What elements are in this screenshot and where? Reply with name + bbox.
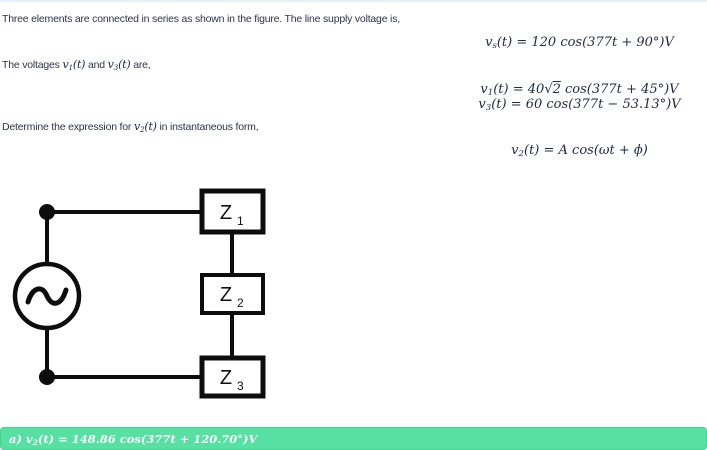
answer-option-a[interactable]: a) v2(t) = 148.86 cos(377t + 120.70°)V	[0, 427, 707, 450]
z1-subscript: 1	[237, 214, 244, 228]
supply-voltage-formula: vs(t) = 120 cos(377t + 90°)V	[426, 35, 707, 50]
text-segment: Determine the expression for	[2, 121, 134, 133]
radical-sign: √	[544, 82, 553, 97]
radical-argument: 2	[552, 82, 561, 97]
text-segment: The voltages	[2, 59, 63, 71]
math-body: (t) = 60 cos(377t − 53.13°)V	[491, 97, 681, 112]
node-dot-bottom	[39, 369, 55, 385]
math-subscript: 2	[32, 437, 38, 447]
math-subscript: 3	[113, 62, 119, 72]
determine-text: Determine the expression for v2(t) in in…	[2, 120, 259, 133]
math-body: (t) = 40	[493, 82, 545, 97]
v2-inline-math: v2(t)	[134, 120, 157, 133]
target-form-formula: v2(t) = A cos(ωt + ϕ)	[426, 143, 707, 158]
text-segment: and	[85, 59, 108, 71]
math-body: (t) = 148.86 cos(377t + 120.70°)V	[37, 432, 258, 446]
math-body: (t)	[144, 120, 157, 133]
math-body: (t)	[72, 58, 86, 71]
math-var: v	[107, 58, 114, 71]
math-body: cos(377t + 45°)V	[560, 82, 679, 97]
z1-label: Z	[220, 202, 232, 224]
math-var: v	[133, 120, 140, 133]
math-subscript: 1	[487, 88, 494, 99]
text-segment: in instantaneous form,	[156, 121, 259, 133]
z3-label: Z	[220, 367, 232, 389]
impedance-box-z2	[200, 273, 265, 315]
circuit-diagram: Z 1 Z 2 Z 3	[12, 188, 266, 399]
voltages-given-text: The voltages v1(t) and v3(t) are,	[2, 58, 151, 71]
answer-option-letter: a)	[9, 432, 26, 446]
z2-subscript: 2	[237, 296, 244, 310]
impedance-box-z1	[199, 188, 266, 235]
top-accent-strip	[0, 0, 707, 2]
answer-text: a) v2(t) = 148.86 cos(377t + 120.70°)V	[9, 432, 257, 446]
math-subscript: s	[492, 41, 497, 52]
math-subscript: 3	[485, 103, 492, 114]
node-dot-top	[39, 204, 55, 220]
math-subscript: 1	[68, 62, 73, 72]
z3-subscript: 3	[237, 379, 244, 393]
math-body: (t) = A cos(ωt + ϕ)	[524, 143, 648, 158]
math-var: v	[478, 97, 486, 112]
math-var: v	[62, 58, 69, 71]
sine-wave-icon	[25, 286, 69, 306]
math-var: v	[480, 82, 488, 97]
math-body: (t) = 120 cos(377t + 90°)V	[496, 35, 674, 50]
formula-v3: v3(t) = 60 cos(377t − 53.13°)V	[426, 97, 707, 112]
text-segment: are,	[130, 59, 151, 71]
math-body: (t)	[118, 58, 131, 71]
math-var: v	[485, 35, 493, 50]
math-var: v	[511, 143, 519, 158]
formula-vs: vs(t) = 120 cos(377t + 90°)V	[485, 35, 674, 50]
v1-inline-math: v1(t)	[62, 58, 85, 71]
formula-v2: v2(t) = A cos(ωt + ϕ)	[511, 143, 648, 158]
math-var: v	[25, 432, 33, 446]
problem-intro-text: Three elements are connected in series a…	[2, 13, 400, 25]
math-subscript: 2	[139, 124, 145, 134]
formula-v1: v1(t) = 40√2 cos(377t + 45°)V	[426, 82, 707, 97]
v3-inline-math: v3(t)	[108, 58, 131, 71]
z2-label: Z	[220, 284, 232, 306]
impedance-box-z3	[199, 355, 266, 399]
given-voltages-formulas: v1(t) = 40√2 cos(377t + 45°)V v3(t) = 60…	[426, 82, 707, 112]
math-subscript: 2	[518, 149, 524, 160]
